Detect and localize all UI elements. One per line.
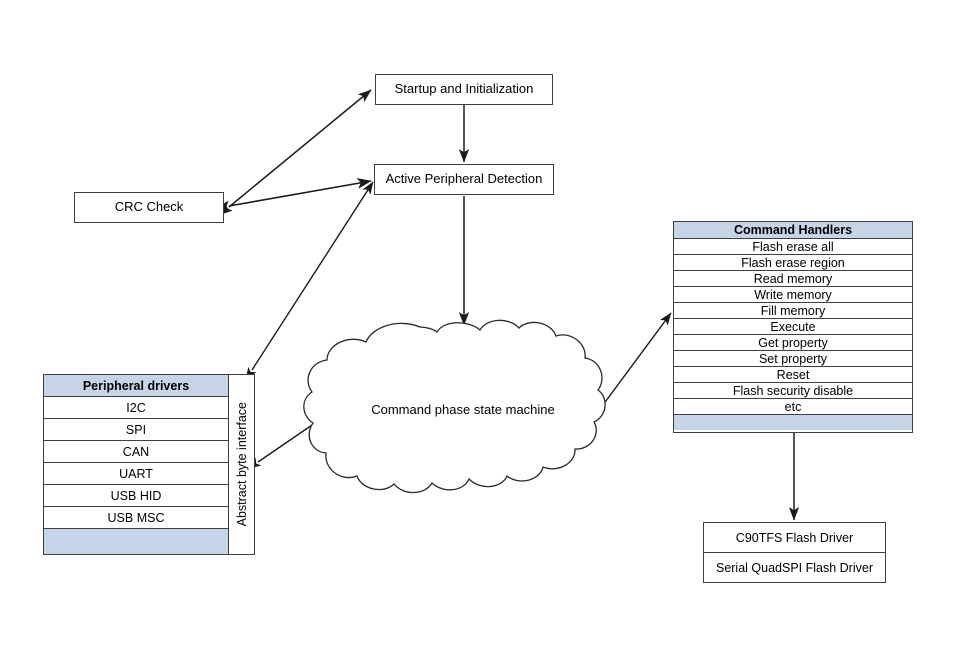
peripheral-drivers-header: Peripheral drivers (44, 375, 228, 397)
row-label: USB MSC (107, 510, 165, 525)
row-label: CAN (122, 444, 150, 459)
abstract-byte-interface-column[interactable]: Abstract byte interface (228, 375, 254, 554)
row-label: Flash erase region (741, 255, 845, 270)
header-text: Command Handlers (733, 223, 853, 237)
row-label: Serial QuadSPI Flash Driver (715, 560, 873, 575)
table-row[interactable]: Flash erase region (674, 255, 912, 271)
row-label: UART (119, 466, 153, 481)
node-label: Startup and Initialization (394, 81, 534, 97)
row-label: C90TFS Flash Driver (735, 530, 854, 545)
row-label: SPI (125, 422, 147, 437)
table-row[interactable]: etc (674, 399, 912, 415)
row-label: Set property (758, 351, 828, 366)
table-row[interactable]: UART (44, 463, 228, 485)
peripheral-drivers-rows: Peripheral drivers I2C SPI CAN UART USB … (44, 375, 228, 554)
edge-abstract-cloud (248, 409, 335, 469)
edge-crc-startup (219, 89, 372, 216)
table-row[interactable]: USB HID (44, 485, 228, 507)
table-row[interactable]: Execute (674, 319, 912, 335)
row-label: Fill memory (760, 303, 826, 318)
flash-driver-row-serial-quadspi[interactable]: Serial QuadSPI Flash Driver (704, 553, 885, 582)
node-active-peripheral-detection[interactable]: Active Peripheral Detection (374, 164, 554, 195)
table-row[interactable]: CAN (44, 441, 228, 463)
peripheral-drivers-filler-row (44, 529, 228, 554)
table-row[interactable]: Write memory (674, 287, 912, 303)
table-row[interactable]: Flash security disable (674, 383, 912, 399)
table-row[interactable]: SPI (44, 419, 228, 441)
table-row[interactable]: I2C (44, 397, 228, 419)
command-handlers-filler-row (674, 415, 912, 430)
row-label: Flash security disable (732, 383, 854, 398)
table-row[interactable]: Reset (674, 367, 912, 383)
node-command-phase-state-machine-label: Command phase state machine (332, 402, 594, 417)
row-label: etc (784, 399, 802, 414)
table-row[interactable]: Fill memory (674, 303, 912, 319)
cloud-label-text: Command phase state machine (371, 402, 555, 417)
node-crc-check[interactable]: CRC Check (74, 192, 224, 223)
row-label: Flash erase all (752, 239, 834, 254)
row-label: USB HID (110, 488, 162, 503)
table-row[interactable]: USB MSC (44, 507, 228, 529)
flash-driver-row-c90tfs[interactable]: C90TFS Flash Driver (704, 523, 885, 553)
table-row[interactable]: Set property (674, 351, 912, 367)
node-label: Active Peripheral Detection (385, 171, 543, 187)
row-label: Reset (776, 367, 810, 382)
row-label: Read memory (753, 271, 833, 286)
row-label: I2C (126, 400, 146, 415)
edge-abstract-active (245, 181, 374, 381)
table-row[interactable]: Get property (674, 335, 912, 351)
header-text: Peripheral drivers (82, 378, 190, 393)
node-label: CRC Check (114, 199, 184, 215)
command-handlers-rows: Command Handlers Flash erase all Flash e… (674, 222, 912, 432)
row-label: Write memory (754, 287, 832, 302)
table-row[interactable]: Flash erase all (674, 239, 912, 255)
flash-drivers-stack[interactable]: C90TFS Flash Driver Serial QuadSPI Flash… (703, 522, 886, 583)
command-handlers-table[interactable]: Command Handlers Flash erase all Flash e… (673, 221, 913, 433)
abstract-byte-interface-label: Abstract byte interface (234, 402, 249, 527)
row-label: Get property (758, 335, 828, 350)
row-label: Execute (770, 319, 816, 334)
edge-crc-active (215, 178, 372, 212)
peripheral-drivers-table[interactable]: Peripheral drivers I2C SPI CAN UART USB … (43, 374, 255, 555)
node-startup-and-initialization[interactable]: Startup and Initialization (375, 74, 553, 105)
edge-cloud-handlers (589, 312, 672, 423)
command-handlers-header: Command Handlers (674, 222, 912, 239)
table-row[interactable]: Read memory (674, 271, 912, 287)
